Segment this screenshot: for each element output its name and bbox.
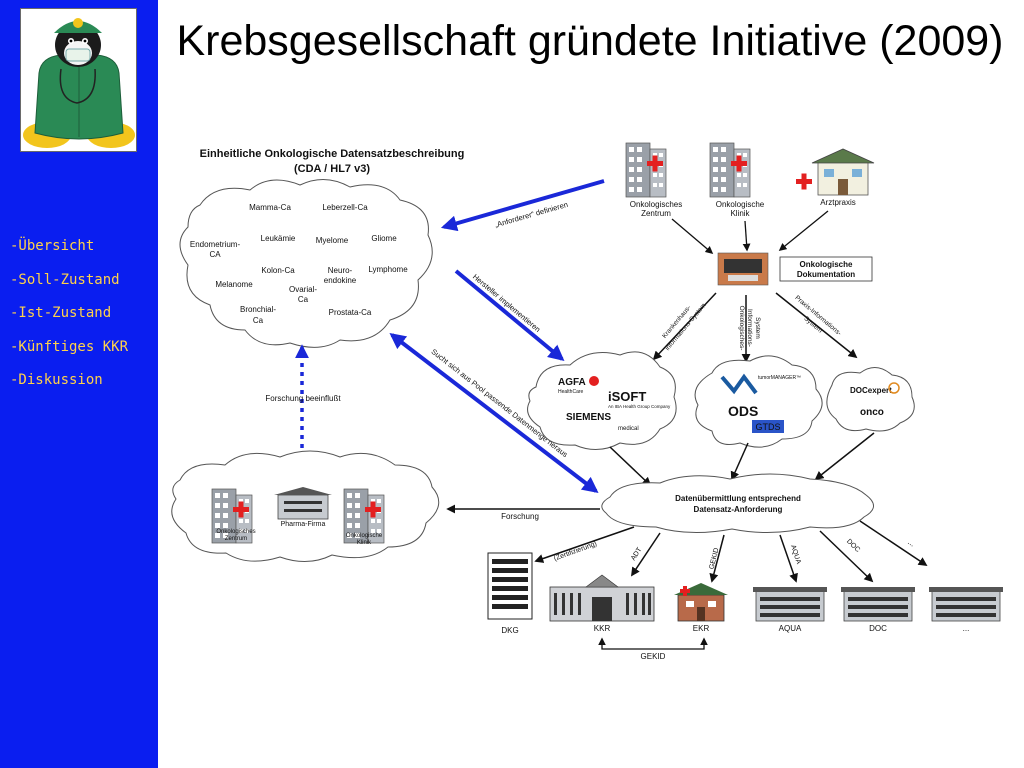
cancer-endometrium-ca: CA [209,250,221,259]
vendor-isoft-sub: An IBA Health Group Company [608,404,671,409]
arrow-sucht-pool [389,333,599,493]
label-aqua: AQUA [789,544,802,565]
source-zentrum-line1: Onkologisches [630,200,682,209]
cancer-bronchial-ca: Ca [253,316,264,325]
cancer-bronchial: Bronchial- [240,305,276,314]
cancer-ovarial: Ovarial- [289,285,317,294]
recipient-dots: ... [963,624,970,633]
nav-item-uebersicht[interactable]: -Übersicht [10,238,95,254]
source-arztpraxis: Arztpraxis [820,198,856,207]
cancer-gliome: Gliome [371,234,397,243]
label-forschung-beeinflusst: Forschung beeinflußt [265,394,341,403]
nav-item-kuenftiges-kkr[interactable]: -Künftiges KKR [10,338,129,355]
cda-header-line1: Einheitliche Onkologische Datensatzbesch… [200,148,465,160]
cancer-myelome: Myelome [316,236,349,245]
transfer-line1: Datenübermittlung entsprechend [675,494,801,503]
vendor-siemens: SIEMENS [566,412,611,423]
agfa-logo-icon [589,376,599,386]
research-klinik-line2: Klinik [357,540,372,546]
sidebar: -Übersicht -Soll-Zustand -Ist-Zustand -K… [0,0,158,768]
label-hersteller: Hersteller implementieren [471,272,542,334]
recipient-doc: DOC [869,624,887,633]
recipient-aqua: AQUA [779,624,802,633]
source-zentrum-line2: Zentrum [641,209,671,218]
other-building [928,586,1004,622]
label-zertifizierung: (Zertifizierung) [553,541,598,563]
doku-label-line2: Dokumentation [797,270,855,279]
research-pharma: Pharma-Firma [281,521,326,528]
penguin-doctor-logo [20,8,137,152]
onkologisches-zentrum-building [625,142,667,198]
nav-item-ist-zustand[interactable]: -Ist-Zustand [10,305,112,321]
source-klinik-line2: Klinik [730,209,750,218]
cancer-lymphome: Lymphome [368,265,408,274]
vendor-gtds: GTDS [755,422,780,432]
docexpert-logo-icon [888,382,900,394]
arztpraxis-building [796,148,875,196]
recipient-dkg: DKG [501,626,518,635]
vendor-docexpert: DOCexpert [850,386,892,395]
dkg-building [487,552,533,620]
nav-item-soll-zustand[interactable]: -Soll-Zustand [10,271,120,288]
tumormanager-logo-icon [720,373,758,395]
cloud-docexpert-onco [826,367,915,432]
label-doc: DOC [845,538,861,554]
transfer-line2: Datensatz-Anforderung [694,505,783,514]
cancer-neuro: Neuro- [328,266,353,275]
gtds-badge [752,420,784,433]
doku-label-line1: Onkologische [800,260,853,269]
kkr-building [549,574,655,622]
label-forschung: Forschung [501,512,539,521]
label-anforderer: „Anforderer" definieren [494,200,569,229]
vendor-onco: onco [860,407,884,418]
cancer-type-labels: Mamma-Ca Leberzell-Ca Endometrium- CA Le… [190,203,408,325]
cancer-kolon: Kolon-Ca [261,266,295,275]
slide-title: Krebsgesellschaft gründete Initiative (2… [176,17,1004,65]
cloud-tumormanager-ods-gtds [694,355,823,448]
cancer-melanome: Melanome [215,280,253,289]
vendor-siemens-sub: medical [618,426,639,432]
oncology-data-flow-diagram: Einheitliche Onkologische Datensatzbesch… [171,142,1004,661]
research-zentrum-line2: Zentrum [225,536,247,542]
vendor-tumormanager: tumorMANAGER™ [758,375,801,381]
onkologische-dokumentation-box: Onkologische Dokumentation [717,252,873,286]
research-zentrum-line1: Onkologisches [216,529,255,535]
label-onkologie-line1: Onkologisches- [738,306,745,351]
research-klinik-line1: Onkologische [346,533,383,539]
vendor-isoft: iSOFT [608,389,646,404]
cancer-leberzell: Leberzell-Ca [322,203,368,212]
recipient-ekr: EKR [693,624,710,633]
cancer-prostata: Prostata-Ca [329,308,372,317]
nav-item-diskussion[interactable]: -Diskussion [10,372,103,388]
cancer-types-cloud [179,179,433,348]
source-klinik-line1: Onkologische [716,200,765,209]
cancer-endometrium: Endometrium- [190,240,241,249]
cancer-leukaemie: Leukämie [261,234,296,243]
cancer-ovarial-ca: Ca [298,295,309,304]
vendor-agfa-sub: HealthCare [558,389,584,395]
cloud-agfa-isoft-siemens [527,351,677,450]
arrow-anforderer [440,179,605,232]
aqua-building [752,586,828,622]
pharma-firma-building [274,487,332,520]
cancer-endokine: endokine [324,276,357,285]
label-onkologie-line3: System [754,317,761,339]
sidebar-nav: -Übersicht -Soll-Zustand -Ist-Zustand -K… [10,230,128,398]
onkologische-klinik-building [709,142,751,198]
label-gekid-bottom: GEKID [641,652,666,661]
vendor-agfa: AGFA [558,377,586,388]
cda-header-line2: (CDA / HL7 v3) [294,163,370,175]
label-onkologie-line2: Informations- [746,309,753,347]
gekid-link-arrow [598,637,708,650]
arrow-hersteller [454,269,565,362]
doc-building [840,586,916,622]
ekr-building [674,583,728,622]
vendor-ods: ODS [728,403,758,419]
label-dots: ... [906,537,917,548]
label-gekid: GEKID [709,547,721,570]
recipient-kkr: KKR [594,624,611,633]
cancer-mamma: Mamma-Ca [249,203,291,212]
datenuebermittlung-cloud [601,473,874,534]
